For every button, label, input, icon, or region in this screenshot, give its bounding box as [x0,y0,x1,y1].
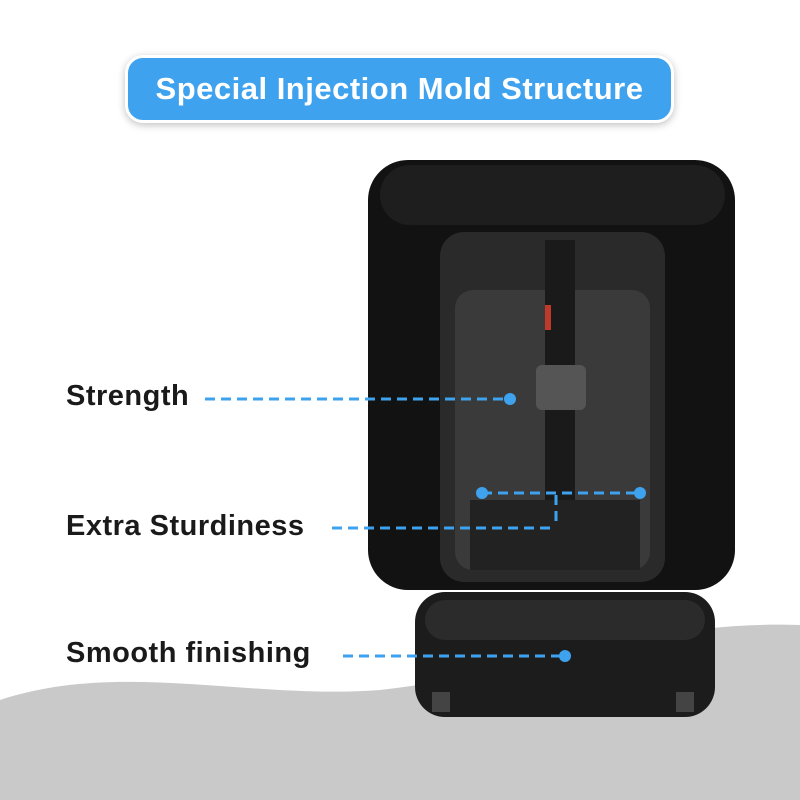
callout-lines [205,397,640,658]
feature-label-finishing: Smooth finishing [66,637,311,669]
title-banner: Special Injection Mold Structure [125,55,674,123]
feature-label-strength: Strength [66,380,190,412]
callout-dots [476,393,646,662]
car-seat [368,160,735,717]
feature-label-sturdiness: Extra Sturdiness [66,510,305,542]
